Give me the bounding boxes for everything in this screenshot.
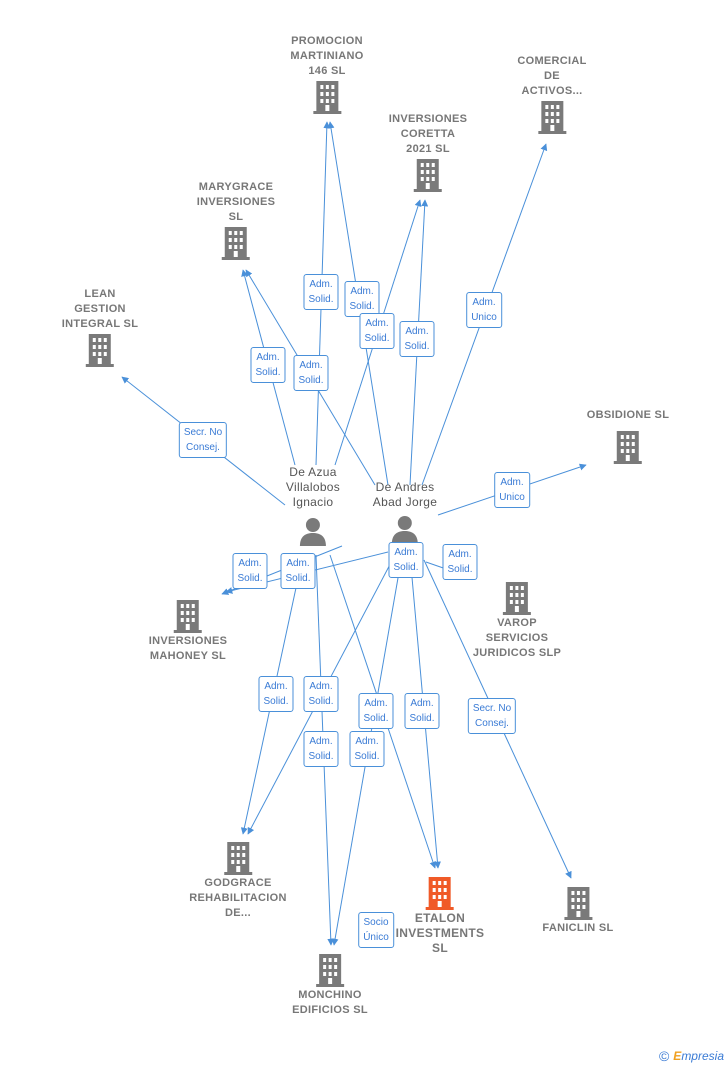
relation-badge[interactable]: Adm. Solid.: [303, 731, 339, 767]
relation-badge[interactable]: Adm. Solid.: [358, 693, 394, 729]
building-icon: [86, 334, 114, 367]
person-label: De Azua Villalobos Ignacio: [285, 465, 341, 509]
brand-rest: mpresia: [681, 1049, 724, 1063]
relation-badge[interactable]: Adm. Solid.: [258, 676, 294, 712]
building-icon: [224, 842, 252, 875]
company-lean[interactable]: LEAN GESTION INTEGRAL SL: [62, 287, 138, 368]
company-promocion[interactable]: PROMOCION MARTINIANO 146 SL: [290, 34, 363, 115]
relation-badge[interactable]: Adm. Unico: [466, 292, 502, 328]
building-icon: [414, 159, 442, 192]
building-icon: [538, 101, 566, 134]
relation-badge[interactable]: Adm. Solid.: [349, 731, 385, 767]
company-label: OBSIDIONE SL: [586, 409, 670, 421]
person-deandres[interactable]: De Andres Abad Jorge: [373, 480, 437, 544]
company-label: VAROP SERVICIOS JURIDICOS SLP: [472, 617, 562, 659]
company-label: INVERSIONES CORETTA 2021 SL: [388, 113, 468, 155]
relation-badge[interactable]: Adm. Solid.: [293, 355, 329, 391]
building-icon: [313, 81, 341, 114]
building-icon: [563, 887, 592, 920]
company-label: MARYGRACE INVERSIONES SL: [196, 181, 276, 223]
relation-badge[interactable]: Secr. No Consej.: [467, 698, 517, 734]
relation-badge[interactable]: Adm. Solid.: [388, 542, 424, 578]
brand-name: Empresia: [673, 1049, 724, 1063]
company-label: PROMOCION MARTINIANO 146 SL: [290, 35, 364, 77]
company-label: LEAN GESTION INTEGRAL SL: [61, 288, 139, 330]
company-obsidione[interactable]: OBSIDIONE SL: [587, 408, 669, 465]
brand-initial: E: [673, 1049, 682, 1063]
company-varop[interactable]: VAROP SERVICIOS JURIDICOS SLP: [473, 580, 561, 661]
company-godgrace[interactable]: GODGRACE REHABILITACION DE...: [189, 840, 287, 921]
company-label: MONCHINO EDIFICIOS SL: [292, 989, 368, 1016]
company-monchino[interactable]: MONCHINO EDIFICIOS SL: [292, 952, 368, 1018]
relation-badge[interactable]: Adm. Solid.: [404, 693, 440, 729]
company-label: GODGRACE REHABILITACION DE...: [189, 877, 287, 919]
building-icon: [316, 954, 344, 987]
building-icon: [174, 600, 202, 633]
copyright-icon: ©: [658, 1048, 670, 1064]
person-label: De Andres Abad Jorge: [372, 480, 438, 509]
relation-badge[interactable]: Adm. Solid.: [232, 553, 268, 589]
person-icon: [391, 516, 418, 544]
relation-badge[interactable]: Adm. Solid.: [359, 313, 395, 349]
relation-badge[interactable]: Adm. Solid.: [344, 281, 380, 317]
company-label: COMERCIAL DE ACTIVOS...: [517, 55, 587, 97]
relation-badge[interactable]: Adm. Solid.: [280, 553, 316, 589]
person-deazua[interactable]: De Azua Villalobos Ignacio: [286, 465, 340, 546]
relation-badge[interactable]: Adm. Solid.: [399, 321, 435, 357]
building-icon: [613, 431, 642, 464]
company-faniclin[interactable]: FANICLIN SL: [542, 885, 613, 936]
company-mahoney[interactable]: INVERSIONES MAHONEY SL: [149, 598, 228, 664]
company-comercial[interactable]: COMERCIAL DE ACTIVOS...: [517, 54, 586, 135]
company-coretta[interactable]: INVERSIONES CORETTA 2021 SL: [389, 112, 468, 193]
relation-badge[interactable]: Secr. No Consej.: [178, 422, 228, 458]
company-label: ETALON INVESTMENTS SL: [395, 911, 485, 955]
company-marygrace[interactable]: MARYGRACE INVERSIONES SL: [197, 180, 276, 261]
relation-badge[interactable]: Adm. Solid.: [442, 544, 478, 580]
building-icon-focal: [426, 877, 454, 910]
relation-badge[interactable]: Adm. Unico: [494, 472, 530, 508]
brand-watermark: © Empresia: [659, 1048, 724, 1064]
building-icon: [222, 227, 250, 260]
building-icon: [503, 582, 531, 615]
person-icon: [300, 518, 326, 546]
relation-badge[interactable]: Adm. Solid.: [303, 676, 339, 712]
company-label: INVERSIONES MAHONEY SL: [148, 635, 228, 662]
relation-badge[interactable]: Socio Único: [358, 912, 394, 948]
relation-badge[interactable]: Adm. Solid.: [303, 274, 339, 310]
relation-badge[interactable]: Adm. Solid.: [250, 347, 286, 383]
company-label: FANICLIN SL: [542, 922, 614, 934]
company-etalon[interactable]: ETALON INVESTMENTS SL: [396, 875, 485, 956]
